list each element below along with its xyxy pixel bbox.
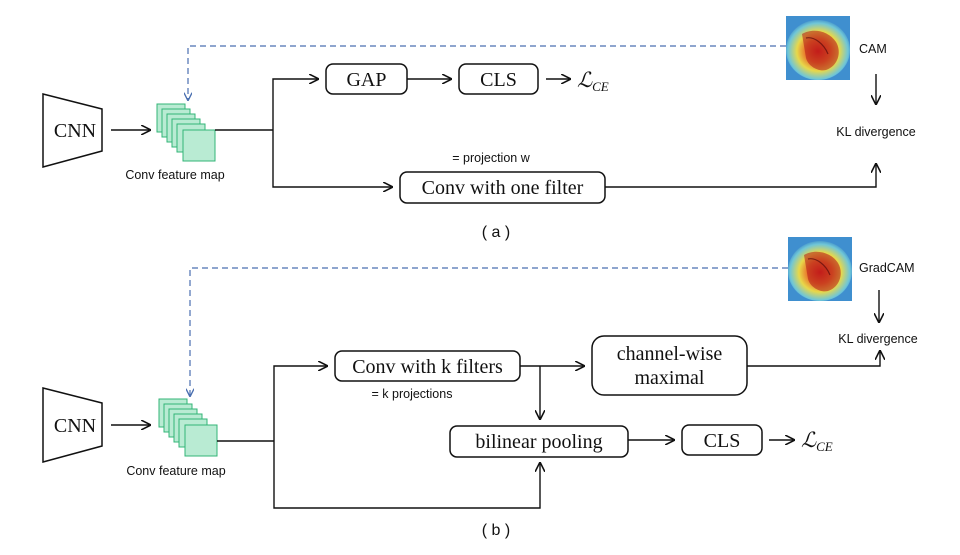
- loss-symbol-b: ℒCE: [801, 428, 833, 454]
- cls-box-a: [458, 63, 539, 95]
- projection-note: = projection w: [452, 151, 530, 165]
- caption-a: ( a ): [482, 224, 510, 241]
- panel-a: CNN Conv feature map GAP CLS ℒCE = proje…: [42, 16, 916, 241]
- cls-label-a: CLS: [480, 69, 517, 91]
- caption-b: ( b ): [482, 522, 510, 539]
- branch-up-b: [273, 366, 327, 441]
- dashed-feedback-arrow-a: [188, 45, 786, 100]
- dashed-feedback-arrow-b: [190, 267, 788, 396]
- feature-map-stack-a: [156, 103, 216, 162]
- branch-down-a: [272, 130, 392, 187]
- cnn-block-a: [42, 93, 103, 168]
- kl-divergence-label-a: KL divergence: [836, 125, 915, 139]
- feature-map-label-b: Conv feature map: [126, 464, 225, 478]
- cnn-label-a: CNN: [54, 120, 96, 142]
- kl-divergence-label-b: KL divergence: [838, 332, 917, 346]
- cnn-label-b: CNN: [54, 415, 96, 437]
- conv-one-filter-label: Conv with one filter: [422, 177, 584, 199]
- branch-down-b: [273, 441, 540, 509]
- bird-attention-heatmap-icon: [788, 237, 852, 301]
- cls-label-b: CLS: [704, 430, 741, 452]
- bird-attention-heatmap-icon: [786, 16, 850, 80]
- arrow-conv-to-kl-a: [605, 164, 876, 188]
- arrow-channel-to-kl: [747, 351, 880, 367]
- conv-k-filters-label: Conv with k filters: [352, 356, 503, 378]
- feature-map-stack-b: [158, 398, 218, 457]
- bilinear-pooling-box: [449, 425, 629, 458]
- channel-wise-label: channel-wise: [617, 343, 723, 365]
- cam-label: CAM: [859, 42, 887, 56]
- k-projections-note: = k projections: [372, 387, 453, 401]
- cls-box-b: [681, 424, 763, 456]
- cnn-block-b: [42, 387, 103, 463]
- bilinear-pooling-label: bilinear pooling: [475, 431, 602, 453]
- panel-b: CNN Conv feature map Conv with k filters…: [42, 237, 918, 539]
- loss-symbol-a: ℒCE: [577, 68, 609, 94]
- feature-map-label-a: Conv feature map: [125, 168, 224, 182]
- gradcam-label: GradCAM: [859, 261, 915, 275]
- maximal-label: maximal: [635, 367, 705, 389]
- branch-up-a: [272, 79, 318, 130]
- gap-label: GAP: [346, 69, 386, 91]
